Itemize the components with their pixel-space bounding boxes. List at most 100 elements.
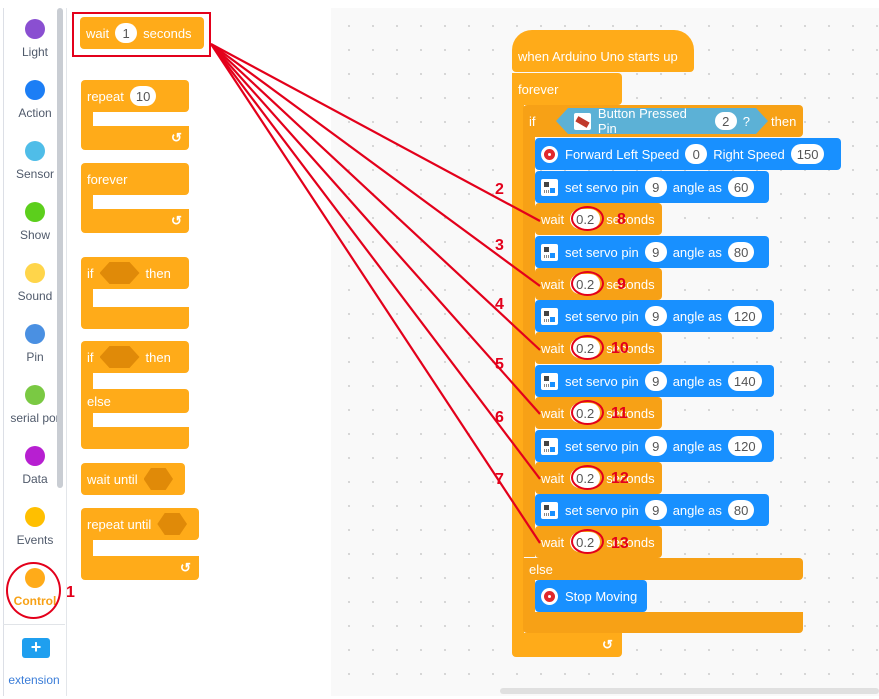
block-label: set servo pin bbox=[565, 179, 639, 195]
category-label: Action bbox=[18, 106, 52, 120]
c-block-foot bbox=[81, 556, 199, 580]
speed-input[interactable]: 150 bbox=[790, 144, 825, 164]
forever-block[interactable]: forever bbox=[512, 73, 622, 105]
c-block-foot bbox=[81, 427, 189, 449]
annotation-number: 11 bbox=[611, 405, 628, 422]
block-label: seconds bbox=[606, 470, 655, 486]
category-scrollbar[interactable] bbox=[57, 8, 63, 488]
servo-icon bbox=[541, 437, 558, 455]
servo-pin-input[interactable]: 9 bbox=[644, 242, 667, 262]
servo-pin-input[interactable]: 9 bbox=[644, 500, 667, 520]
category-sensor[interactable]: Sensor bbox=[4, 136, 66, 197]
condition-slot[interactable] bbox=[99, 262, 140, 284]
else-bar: else bbox=[523, 558, 803, 580]
speed-input[interactable]: 0 bbox=[685, 144, 708, 164]
stop-moving-block[interactable]: Stop Moving bbox=[535, 580, 647, 612]
motor-icon bbox=[541, 587, 558, 605]
block-label: forever bbox=[518, 81, 559, 97]
servo-pin-input[interactable]: 9 bbox=[644, 306, 667, 326]
servo-icon bbox=[541, 501, 558, 519]
block-label: seconds bbox=[606, 405, 655, 421]
block-label: wait bbox=[541, 211, 565, 227]
annotation-number: 5 bbox=[495, 356, 504, 373]
annotation-number: 1 bbox=[66, 584, 75, 601]
palette-wait-until-block[interactable]: wait until bbox=[81, 463, 185, 495]
condition-slot[interactable] bbox=[99, 346, 140, 368]
block-label: seconds bbox=[606, 340, 655, 356]
category-light[interactable]: Light bbox=[4, 14, 66, 75]
palette-forever-block[interactable]: forever bbox=[81, 163, 189, 195]
category-serial-port[interactable]: serial por bbox=[4, 380, 66, 441]
loop-arrow-icon: ↺ bbox=[180, 560, 191, 575]
extension-button[interactable]: + extension bbox=[3, 624, 65, 695]
events-dot-icon bbox=[25, 507, 45, 527]
block-label: forever bbox=[87, 171, 128, 187]
category-pin[interactable]: Pin bbox=[4, 319, 66, 380]
sensor-dot-icon bbox=[25, 141, 45, 161]
category-label: Sound bbox=[17, 289, 53, 303]
servo-pin-input[interactable]: 9 bbox=[644, 177, 667, 197]
angle-input[interactable]: 60 bbox=[727, 177, 755, 197]
block-label: repeat until bbox=[87, 516, 152, 532]
block-label: angle as bbox=[672, 244, 722, 260]
block-label: angle as bbox=[672, 308, 722, 324]
annotation-number: 13 bbox=[611, 535, 629, 552]
annotation-number: 2 bbox=[495, 181, 504, 198]
if-arm bbox=[523, 137, 535, 557]
when-starts-up-hat-block[interactable]: when Arduino Uno starts up bbox=[512, 30, 694, 72]
annotation-number: 4 bbox=[495, 296, 504, 313]
servo-icon bbox=[541, 307, 558, 325]
block-label: seconds bbox=[606, 534, 655, 550]
block-input[interactable]: 10 bbox=[129, 86, 157, 106]
block-input[interactable]: 1 bbox=[115, 23, 138, 43]
angle-input[interactable]: 140 bbox=[727, 371, 762, 391]
category-action[interactable]: Action bbox=[4, 75, 66, 136]
category-sound[interactable]: Sound bbox=[4, 258, 66, 319]
condition-slot[interactable] bbox=[143, 468, 173, 490]
block-label: Stop Moving bbox=[565, 588, 638, 604]
serial-port-dot-icon bbox=[25, 385, 45, 405]
block-label: else bbox=[87, 393, 111, 409]
category-label: Pin bbox=[26, 350, 44, 364]
servo-icon bbox=[541, 243, 558, 261]
category-events[interactable]: Events bbox=[4, 502, 66, 563]
wait-value-highlight bbox=[571, 465, 604, 490]
block-label: seconds bbox=[143, 25, 192, 41]
category-data[interactable]: Data bbox=[4, 441, 66, 502]
block-label: ? bbox=[742, 113, 750, 129]
category-show[interactable]: Show bbox=[4, 197, 66, 258]
servo-pin-input[interactable]: 9 bbox=[644, 436, 667, 456]
annotation-number: 10 bbox=[611, 340, 629, 357]
annotation-number: 3 bbox=[495, 237, 504, 254]
then-label: then bbox=[771, 114, 797, 129]
angle-input[interactable]: 80 bbox=[727, 242, 755, 262]
condition-slot[interactable] bbox=[157, 513, 187, 535]
block-label: if bbox=[87, 349, 94, 365]
wait-value-highlight bbox=[571, 335, 604, 360]
forever-foot bbox=[512, 633, 622, 657]
else-arm bbox=[523, 580, 535, 612]
block-label: set servo pin bbox=[565, 438, 639, 454]
angle-input[interactable]: 120 bbox=[727, 436, 762, 456]
palette-repeat-until-block[interactable]: repeat until bbox=[81, 508, 199, 540]
pin-input[interactable]: 2 bbox=[715, 112, 737, 130]
workspace-scrollbar[interactable] bbox=[500, 688, 879, 694]
angle-input[interactable]: 120 bbox=[727, 306, 762, 326]
block-label: if bbox=[87, 265, 94, 281]
angle-input[interactable]: 80 bbox=[727, 500, 755, 520]
block-label: wait bbox=[541, 470, 565, 486]
servo-pin-input[interactable]: 9 bbox=[644, 371, 667, 391]
